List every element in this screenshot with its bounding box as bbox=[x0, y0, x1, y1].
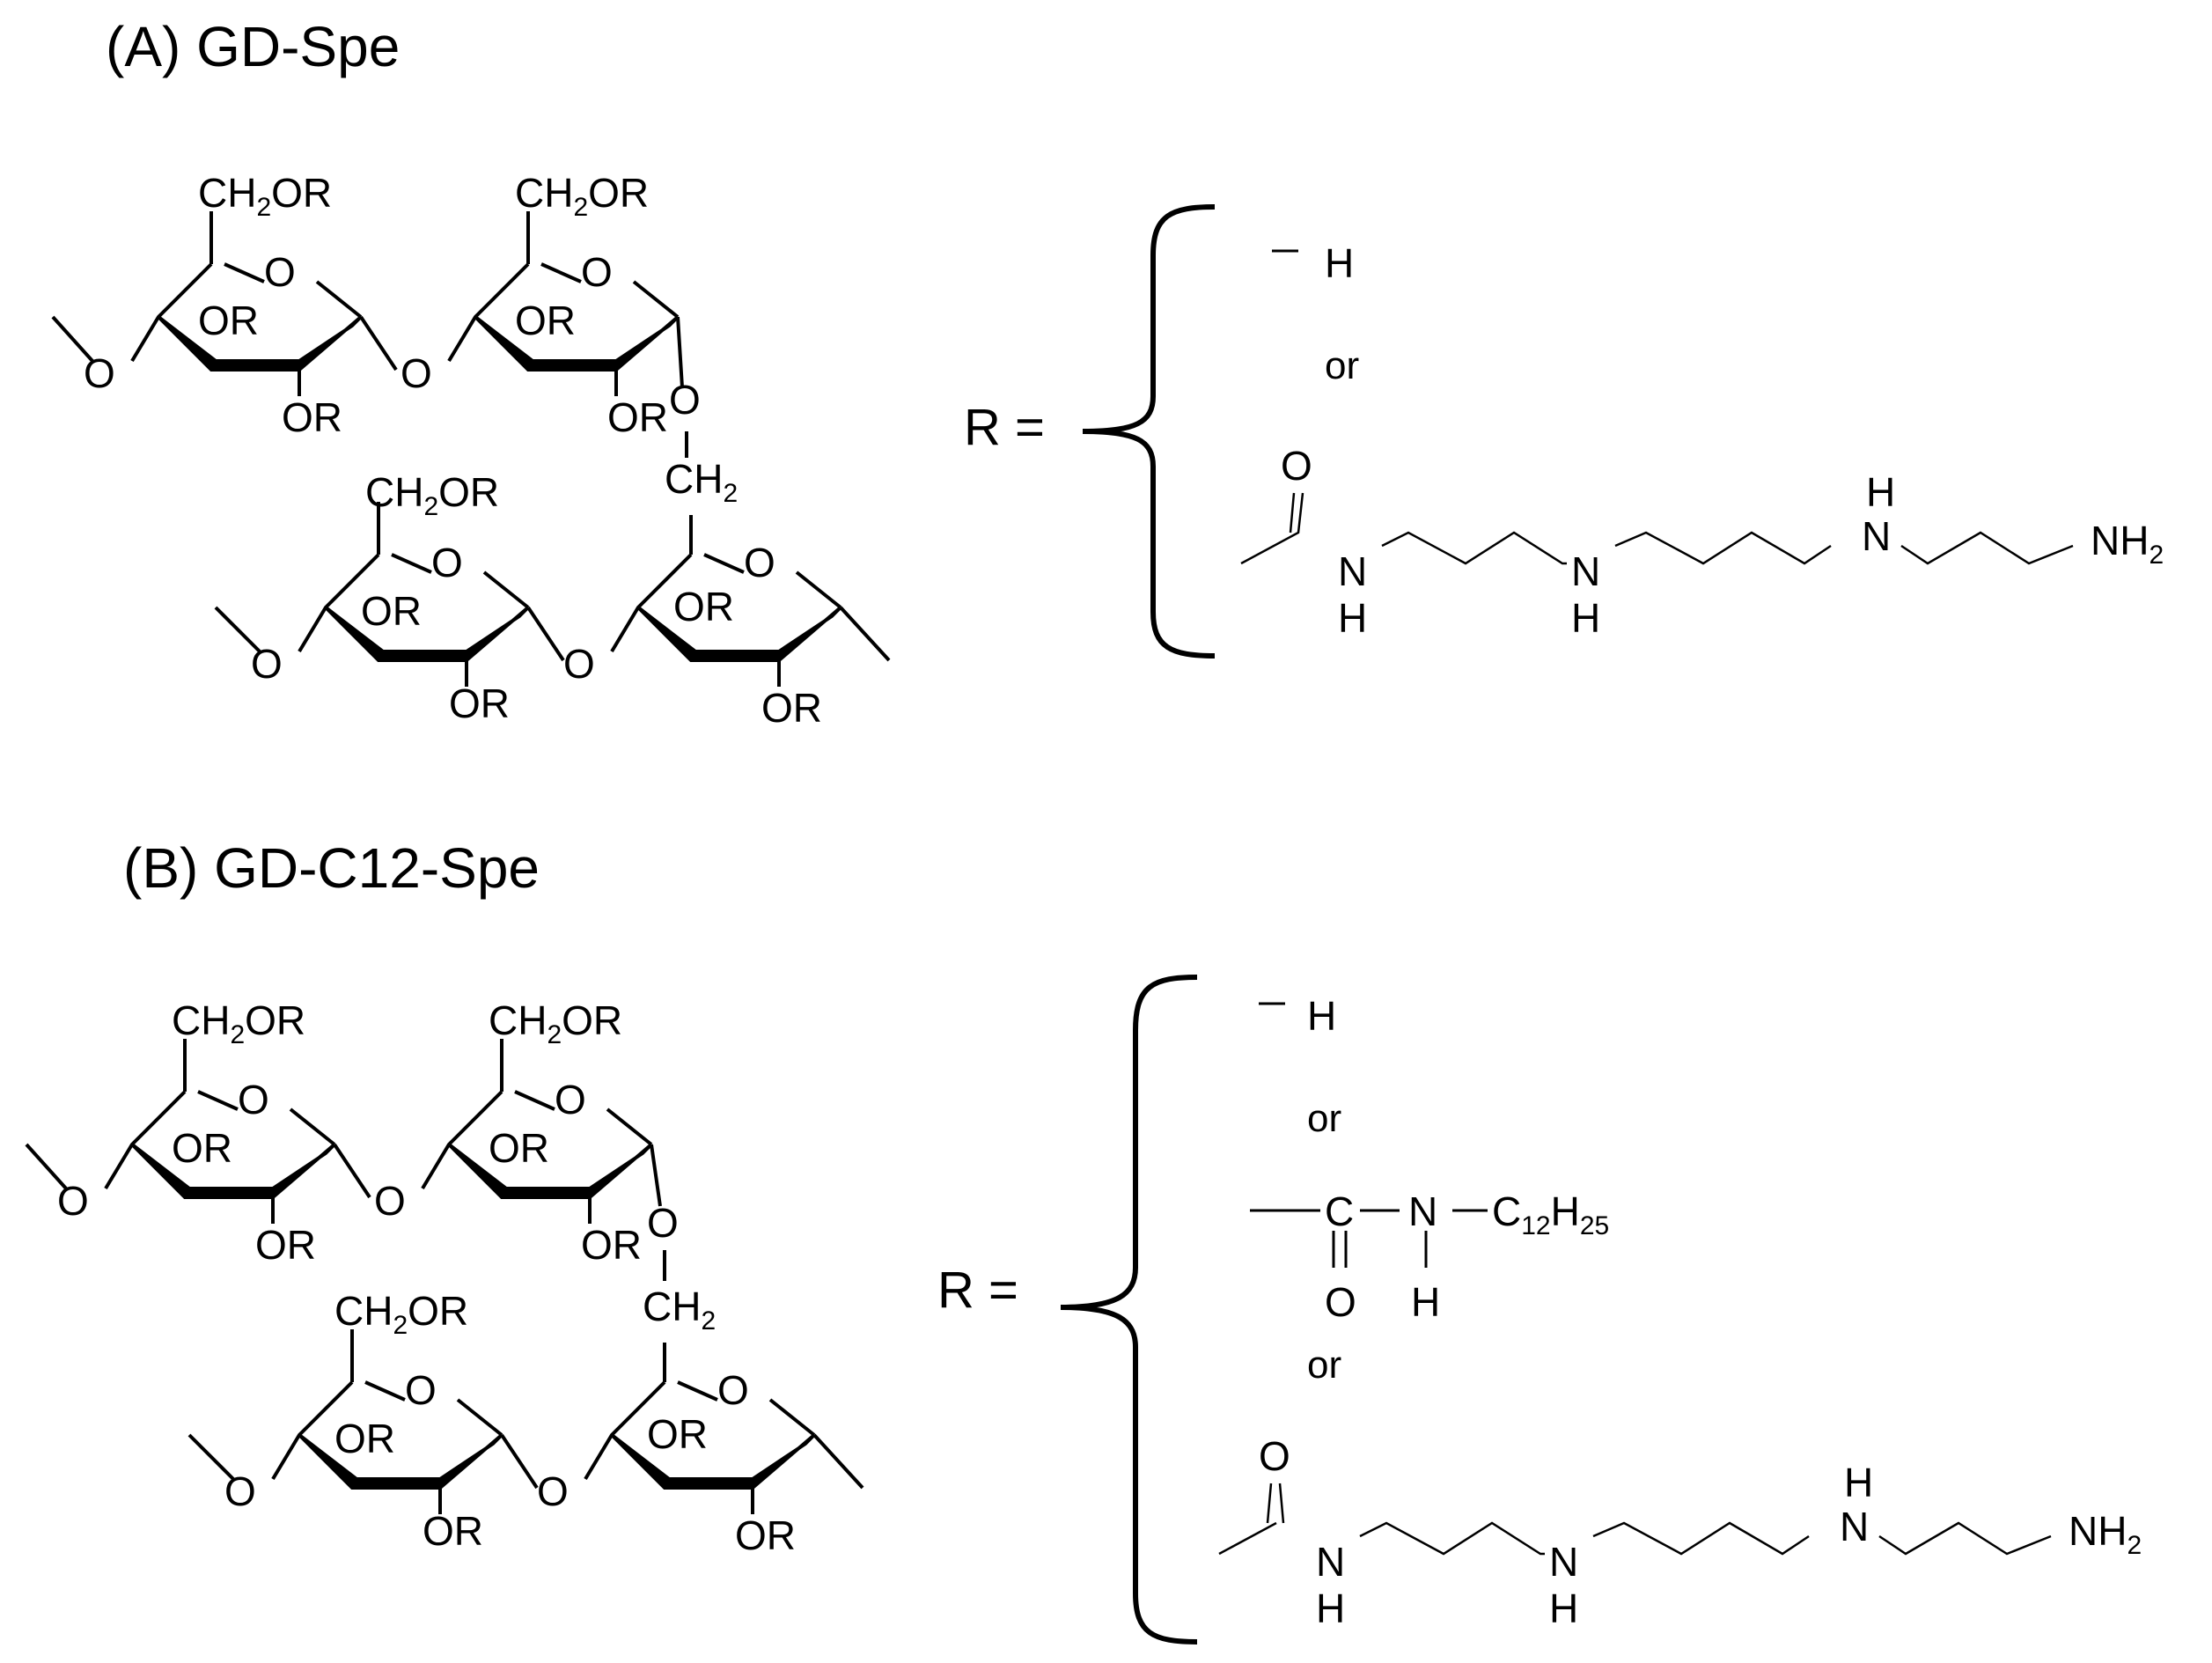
svg-text:O: O bbox=[1281, 443, 1312, 489]
glycosidic-oxygen: O bbox=[669, 377, 701, 423]
ring-oxygen: O bbox=[264, 249, 296, 295]
glycosidic-oxygen: O bbox=[563, 641, 595, 687]
glycosidic-oxygen: O bbox=[224, 1468, 256, 1514]
ring-oxygen: O bbox=[717, 1367, 749, 1413]
svg-text:NH2: NH2 bbox=[2069, 1508, 2142, 1560]
or-label: OR bbox=[282, 394, 342, 440]
ring-oxygen: O bbox=[238, 1077, 269, 1122]
or-label: OR bbox=[647, 1411, 708, 1457]
svg-text:C: C bbox=[1325, 1188, 1354, 1234]
svg-text:N: N bbox=[1862, 513, 1891, 559]
panel-b: (B) GD-C12-Spe bbox=[25, 836, 2142, 1645]
panel-b-dodecyl-amide: C N O H C12H25 bbox=[1250, 1188, 1609, 1325]
or-label: OR bbox=[761, 685, 822, 731]
or-label: OR bbox=[449, 681, 510, 726]
or-label: OR bbox=[334, 1416, 395, 1461]
or-label: OR bbox=[581, 1222, 642, 1268]
or-label: OR bbox=[423, 1508, 483, 1554]
ch2or-label: CH2OR bbox=[489, 997, 622, 1049]
svg-text:H: H bbox=[1549, 1586, 1578, 1631]
svg-text:H: H bbox=[1866, 469, 1895, 515]
curly-brace bbox=[1082, 204, 1216, 659]
panel-a-spermine-chain: O N H N H H N NH2 bbox=[1240, 443, 2164, 641]
svg-text:H: H bbox=[1307, 993, 1336, 1039]
svg-text:H: H bbox=[1338, 595, 1367, 641]
or-label: OR bbox=[172, 1125, 232, 1171]
panel-a-substituent-h: H bbox=[1272, 240, 1354, 286]
r-equals-label: R = bbox=[964, 399, 1045, 456]
svg-text:H: H bbox=[1316, 1586, 1345, 1631]
glycosidic-oxygen: O bbox=[84, 350, 115, 396]
or-label: OR bbox=[198, 298, 259, 343]
svg-text:C12H25: C12H25 bbox=[1492, 1188, 1609, 1240]
svg-text:H: H bbox=[1571, 595, 1600, 641]
panel-b-title: (B) GD-C12-Spe bbox=[123, 836, 540, 900]
svg-text:O: O bbox=[1259, 1433, 1290, 1479]
or-label: OR bbox=[255, 1222, 316, 1268]
or-connector: or bbox=[1307, 1343, 1341, 1387]
panel-b-substituent-h: H bbox=[1259, 993, 1336, 1039]
ch2-label: CH2 bbox=[665, 456, 738, 508]
glycosidic-oxygen: O bbox=[374, 1178, 406, 1224]
panel-a-title: (A) GD-Spe bbox=[106, 15, 400, 78]
panel-a-glucan-structure bbox=[51, 211, 891, 687]
curly-brace bbox=[1060, 975, 1198, 1645]
svg-text:H: H bbox=[1411, 1279, 1440, 1325]
svg-text:H: H bbox=[1844, 1460, 1873, 1505]
panel-a: (A) GD-Spe bbox=[51, 15, 2164, 731]
glycosidic-oxygen: O bbox=[647, 1200, 679, 1246]
svg-text:N: N bbox=[1316, 1539, 1345, 1585]
or-label: OR bbox=[361, 588, 422, 634]
panel-b-glucan-structure bbox=[25, 1039, 864, 1514]
svg-text:N: N bbox=[1840, 1504, 1869, 1549]
svg-text:O: O bbox=[1325, 1279, 1356, 1325]
or-label: OR bbox=[515, 298, 576, 343]
svg-text:N: N bbox=[1338, 548, 1367, 594]
glycosidic-oxygen: O bbox=[57, 1178, 89, 1224]
ch2or-label: CH2OR bbox=[515, 170, 649, 222]
or-label: OR bbox=[673, 584, 734, 629]
panel-a-glucan-labels: CH2OR CH2OR CH2OR CH2 O O O O O O O O O … bbox=[84, 170, 822, 731]
ch2-label: CH2 bbox=[643, 1284, 716, 1336]
svg-text:N: N bbox=[1571, 548, 1600, 594]
svg-text:NH2: NH2 bbox=[2091, 518, 2164, 570]
ring-oxygen: O bbox=[581, 249, 613, 295]
ch2or-label: CH2OR bbox=[334, 1288, 468, 1340]
ch2or-label: CH2OR bbox=[365, 469, 499, 521]
glycosidic-oxygen: O bbox=[401, 350, 432, 396]
ch2or-label: CH2OR bbox=[198, 170, 332, 222]
svg-text:H: H bbox=[1325, 240, 1354, 286]
svg-text:N: N bbox=[1549, 1539, 1578, 1585]
panel-b-glucan-labels: CH2OR CH2OR CH2OR CH2 O O O O O O O O O … bbox=[57, 997, 796, 1558]
panel-b-spermine-chain: O N H N H H N NH2 bbox=[1218, 1433, 2142, 1631]
ring-oxygen: O bbox=[405, 1367, 437, 1413]
or-label: OR bbox=[735, 1512, 796, 1558]
glycosidic-oxygen: O bbox=[537, 1468, 569, 1514]
or-label: OR bbox=[489, 1125, 549, 1171]
ring-oxygen: O bbox=[744, 540, 775, 585]
ring-oxygen: O bbox=[431, 540, 463, 585]
or-label: OR bbox=[607, 394, 668, 440]
ch2or-label: CH2OR bbox=[172, 997, 305, 1049]
svg-text:N: N bbox=[1408, 1188, 1437, 1234]
or-connector: or bbox=[1307, 1097, 1341, 1140]
r-equals-label: R = bbox=[937, 1262, 1018, 1319]
or-connector: or bbox=[1325, 344, 1359, 387]
ring-oxygen: O bbox=[555, 1077, 586, 1122]
glycosidic-oxygen: O bbox=[251, 641, 283, 687]
